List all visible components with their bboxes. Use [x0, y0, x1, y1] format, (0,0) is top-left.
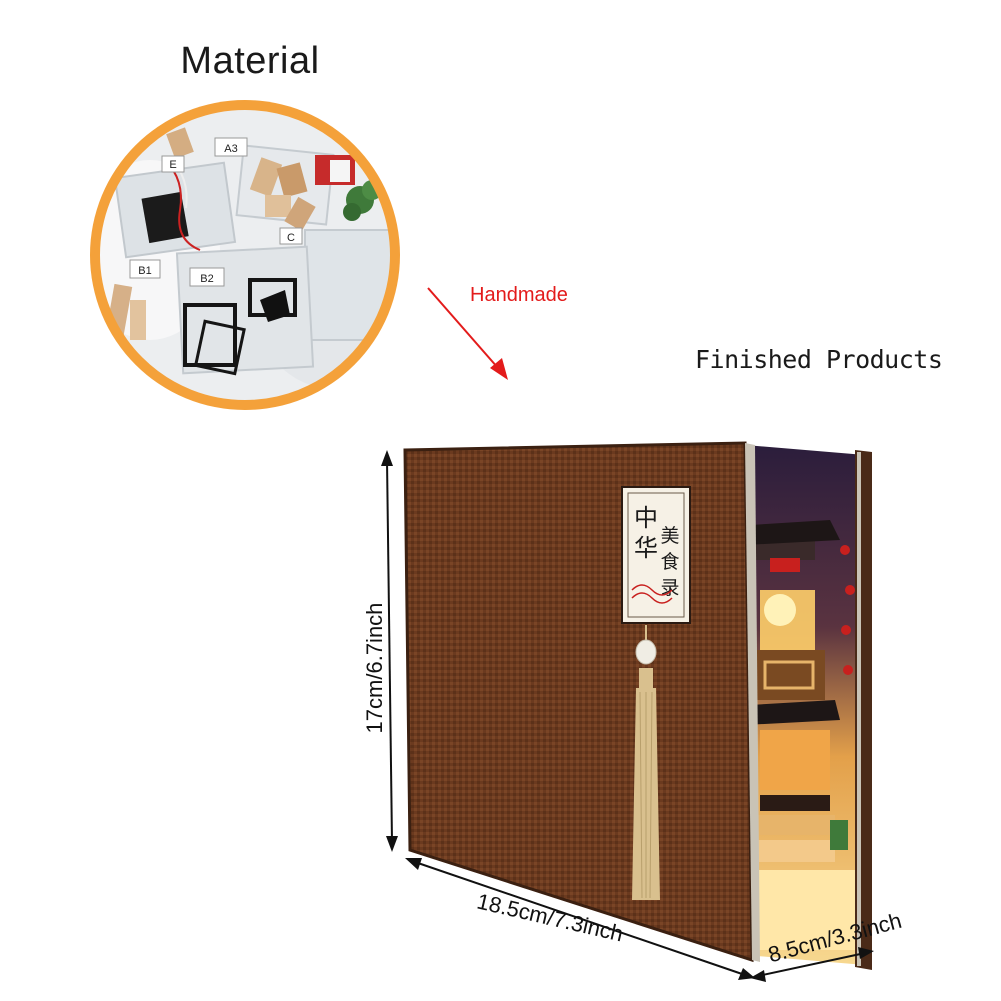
material-title: Material [180, 40, 320, 82]
bag-tag: C [287, 232, 295, 244]
plaque-char: 美 [660, 525, 679, 547]
plaque-char: 录 [660, 577, 679, 599]
arrow-down-right-icon [427, 287, 508, 380]
plaque-char: 华 [634, 534, 658, 562]
bag-tag: A3 [224, 143, 237, 155]
bag-tag: B1 [138, 265, 151, 277]
plaque-char: 中 [634, 504, 658, 532]
double-arrow-icon [381, 450, 874, 982]
height-dimension: 17cm/6.7inch [362, 602, 387, 734]
handmade-label: Handmade [470, 284, 568, 306]
finished-products-label: Finished Products [695, 345, 943, 374]
bag-tag: B2 [200, 273, 213, 285]
plaque-char: 食 [660, 551, 679, 573]
book-nook-product: 中 华 美 食 录 [381, 441, 874, 982]
material-photo: A3 E B1 B2 C [90, 100, 400, 410]
bag-tag: E [169, 159, 176, 171]
